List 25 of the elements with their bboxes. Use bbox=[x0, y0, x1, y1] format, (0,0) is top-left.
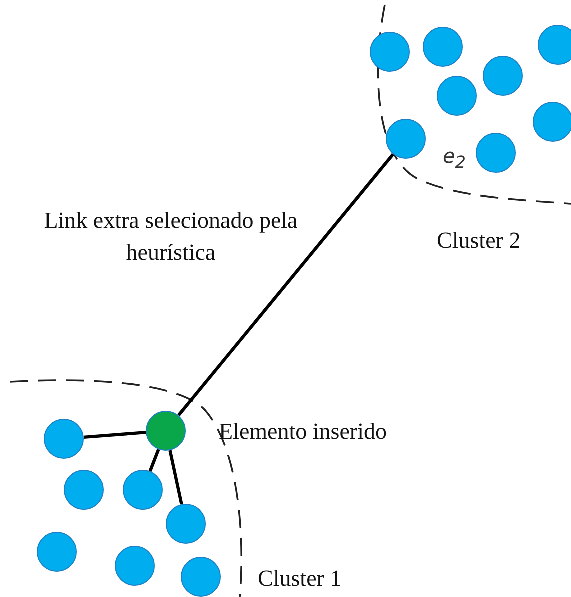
node-circle bbox=[181, 557, 221, 597]
element-label: e$_{2}$ bbox=[443, 143, 466, 174]
node-circle bbox=[423, 27, 463, 67]
node-circle bbox=[533, 102, 571, 142]
node-circle bbox=[483, 56, 523, 96]
node-circle bbox=[44, 419, 84, 459]
node-circle bbox=[123, 470, 163, 510]
node-circle bbox=[386, 119, 426, 159]
node-circle bbox=[64, 470, 104, 510]
connector-line bbox=[168, 450, 184, 505]
node-circle bbox=[115, 546, 155, 586]
node-circle bbox=[476, 133, 516, 173]
cluster-label: Cluster 2 bbox=[437, 227, 521, 255]
node-circle bbox=[166, 504, 206, 544]
node-circle bbox=[37, 532, 77, 572]
connector-line bbox=[177, 153, 395, 417]
node-caption: Elemento inserido bbox=[219, 418, 387, 446]
connector-line bbox=[84, 430, 146, 440]
node-circle bbox=[146, 411, 186, 451]
connector-line bbox=[148, 449, 160, 472]
cluster-label: Cluster 1 bbox=[258, 565, 342, 593]
node-circle bbox=[538, 25, 571, 65]
edge-label: Link extra selecionado pela heurística bbox=[43, 207, 299, 267]
node-circle bbox=[370, 32, 410, 72]
node-circle bbox=[437, 76, 477, 116]
